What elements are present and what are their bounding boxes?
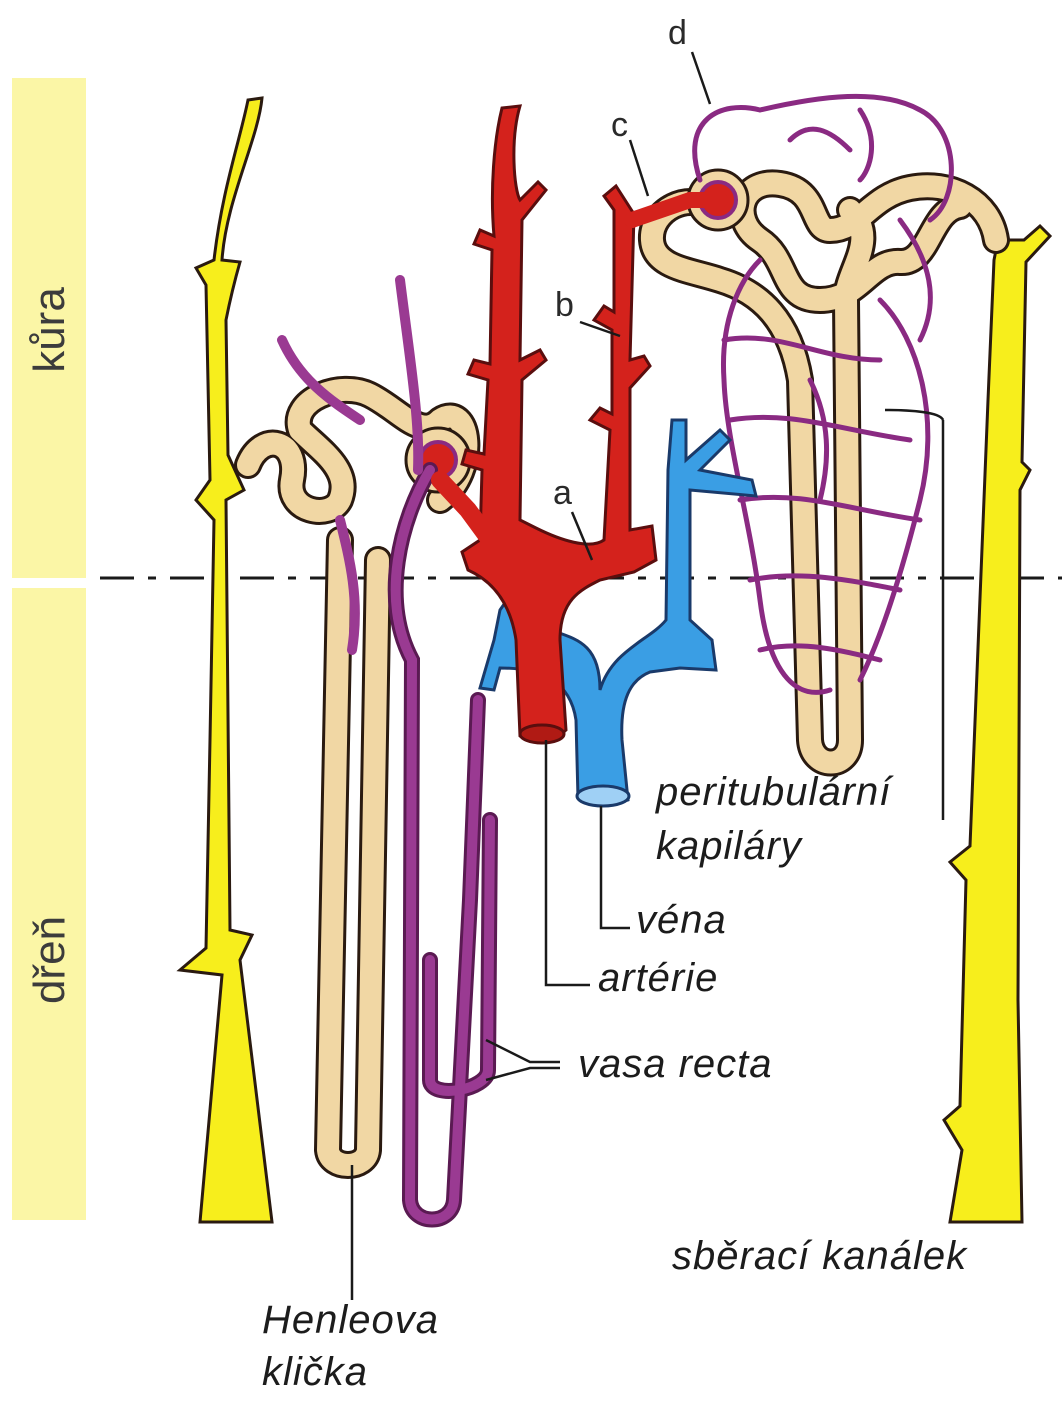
letter-a: a [553, 474, 572, 513]
collecting-duct-right [944, 226, 1050, 1222]
letter-b: b [555, 286, 574, 325]
letter-d: d [668, 14, 687, 53]
label-peritubular-line2: kapiláry [656, 824, 802, 869]
zone-label-medulla: dřeň [25, 910, 75, 1010]
label-collecting-duct: sběrací kanálek [672, 1234, 967, 1279]
zone-label-cortex: kůra [25, 280, 75, 380]
label-henle-line2: klička [262, 1350, 368, 1395]
label-vasa-recta: vasa recta [578, 1042, 773, 1087]
label-artery: artérie [598, 956, 718, 1001]
label-henle-line1: Henleova [262, 1298, 439, 1343]
letter-c: c [611, 106, 628, 145]
label-peritubular-line1: peritubulární [656, 770, 891, 815]
label-vein: véna [636, 898, 727, 943]
collecting-duct-left [180, 98, 272, 1222]
